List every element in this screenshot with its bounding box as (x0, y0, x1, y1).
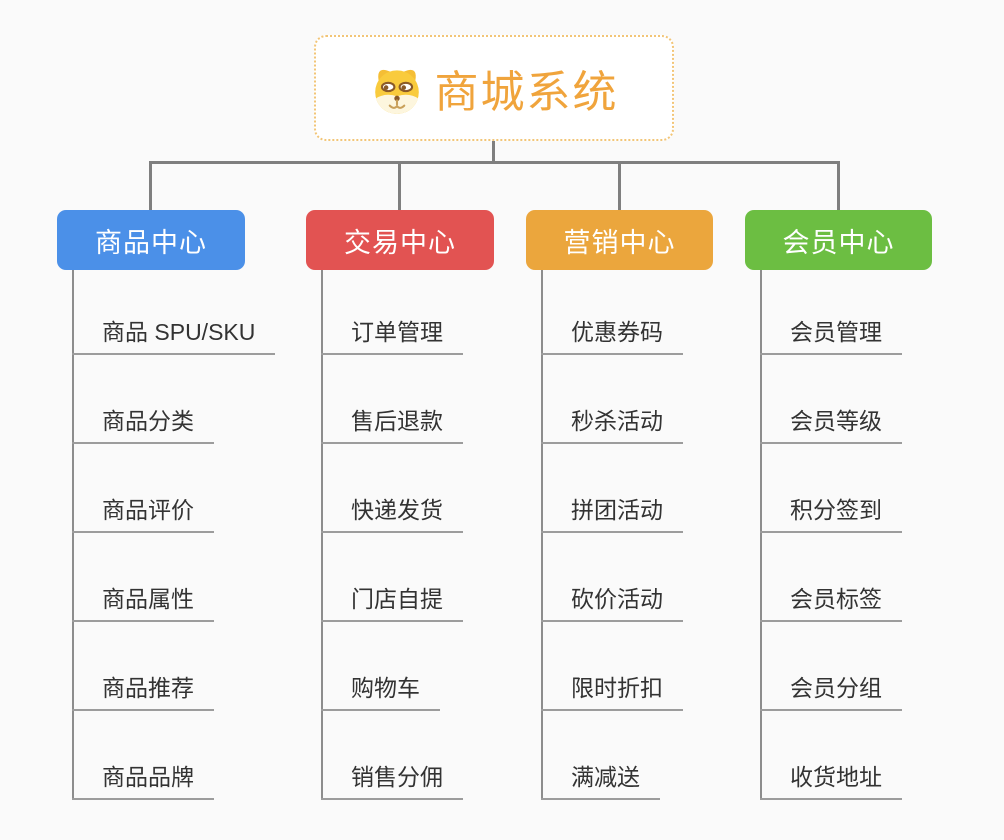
branch-children: 会员管理 会员等级 积分签到 会员标签 会员分组 收货地址 (760, 266, 902, 800)
root-node[interactable]: 商城系统 (314, 35, 674, 141)
child-label: 积分签到 (790, 497, 882, 523)
child-node[interactable]: 会员分组 (760, 622, 902, 711)
branch-node-member-center[interactable]: 会员中心 (745, 210, 932, 270)
child-node[interactable]: 销售分佣 (321, 711, 463, 800)
child-node[interactable]: 门店自提 (321, 533, 463, 622)
branch-member-center: 会员中心 会员管理 会员等级 积分签到 会员标签 会员分组 收货地址 (745, 0, 995, 840)
child-label: 会员分组 (790, 675, 882, 701)
child-node[interactable]: 收货地址 (760, 711, 902, 800)
branch-node-trade-center[interactable]: 交易中心 (306, 210, 494, 270)
child-label: 购物车 (351, 675, 420, 701)
branch-children: 优惠券码 秒杀活动 拼团活动 砍价活动 限时折扣 满减送 (541, 266, 683, 800)
child-node[interactable]: 商品 SPU/SKU (72, 266, 276, 355)
child-node[interactable]: 会员标签 (760, 533, 902, 622)
connector-trunk (321, 270, 323, 800)
child-label: 砍价活动 (571, 586, 663, 612)
connector-trunk (541, 270, 543, 800)
branch-trade-center: 交易中心 订单管理 售后退款 快递发货 门店自提 购物车 销售分佣 (306, 0, 556, 840)
child-label: 商品分类 (102, 408, 194, 434)
child-label: 优惠券码 (571, 319, 663, 345)
child-label: 商品品牌 (102, 764, 194, 790)
branch-product-center: 商品中心 商品 SPU/SKU 商品分类 商品评价 商品属性 商品推荐 商品品牌 (57, 0, 307, 840)
child-node[interactable]: 商品评价 (72, 444, 214, 533)
child-node[interactable]: 秒杀活动 (541, 355, 683, 444)
branch-marketing-center: 营销中心 优惠券码 秒杀活动 拼团活动 砍价活动 限时折扣 满减送 (526, 0, 776, 840)
child-node[interactable]: 购物车 (321, 622, 440, 711)
child-node[interactable]: 拼团活动 (541, 444, 683, 533)
branch-children: 订单管理 售后退款 快递发货 门店自提 购物车 销售分佣 (321, 266, 463, 800)
child-label: 拼团活动 (571, 497, 663, 523)
child-label: 会员管理 (790, 319, 882, 345)
child-label: 商品推荐 (102, 675, 194, 701)
child-node[interactable]: 砍价活动 (541, 533, 683, 622)
branch-node-product-center[interactable]: 商品中心 (57, 210, 245, 270)
connector-drop (149, 161, 152, 211)
child-label: 收货地址 (790, 764, 882, 790)
child-node[interactable]: 商品推荐 (72, 622, 214, 711)
child-label: 秒杀活动 (571, 408, 663, 434)
branch-node-marketing-center[interactable]: 营销中心 (526, 210, 713, 270)
child-label: 商品 SPU/SKU (102, 319, 256, 345)
child-label: 会员标签 (790, 586, 882, 612)
child-node[interactable]: 快递发货 (321, 444, 463, 533)
connector-trunk (72, 270, 74, 800)
child-label: 门店自提 (351, 586, 443, 612)
child-label: 快递发货 (351, 497, 443, 523)
connector-drop (618, 161, 621, 211)
child-label: 商品评价 (102, 497, 194, 523)
child-node[interactable]: 优惠券码 (541, 266, 683, 355)
shiba-dog-icon (370, 61, 424, 115)
child-node[interactable]: 订单管理 (321, 266, 463, 355)
connector-drop (398, 161, 401, 211)
child-label: 商品属性 (102, 586, 194, 612)
child-label: 限时折扣 (571, 675, 663, 701)
child-label: 订单管理 (351, 319, 443, 345)
connector-trunk (760, 270, 762, 800)
connector-bus (149, 161, 840, 164)
branch-children: 商品 SPU/SKU 商品分类 商品评价 商品属性 商品推荐 商品品牌 (72, 266, 276, 800)
child-node[interactable]: 售后退款 (321, 355, 463, 444)
child-node[interactable]: 积分签到 (760, 444, 902, 533)
child-node[interactable]: 限时折扣 (541, 622, 683, 711)
child-node[interactable]: 商品属性 (72, 533, 214, 622)
child-label: 销售分佣 (351, 764, 443, 790)
child-node[interactable]: 商品分类 (72, 355, 214, 444)
child-label: 满减送 (571, 764, 640, 790)
connector-root-stem (492, 141, 495, 163)
child-node[interactable]: 会员等级 (760, 355, 902, 444)
connector-drop (837, 161, 840, 211)
child-node[interactable]: 会员管理 (760, 266, 902, 355)
child-label: 会员等级 (790, 408, 882, 434)
root-title: 商城系统 (434, 68, 619, 117)
child-node[interactable]: 商品品牌 (72, 711, 214, 800)
child-label: 售后退款 (351, 408, 443, 434)
child-node[interactable]: 满减送 (541, 711, 660, 800)
